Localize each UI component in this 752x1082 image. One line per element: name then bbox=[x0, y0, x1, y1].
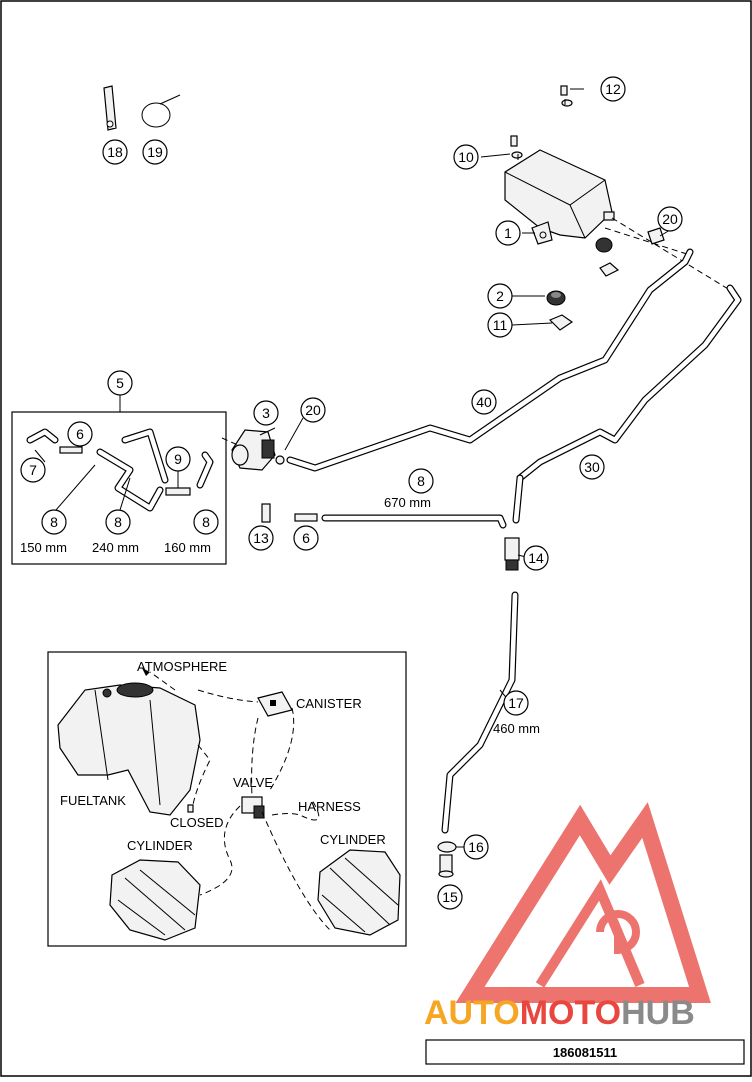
callout-13: 13 bbox=[248, 525, 274, 551]
kit-hoses bbox=[26, 428, 214, 512]
svg-text:8: 8 bbox=[114, 514, 122, 530]
callout-5: 5 bbox=[107, 370, 133, 396]
svg-text:11: 11 bbox=[493, 317, 508, 333]
callout-3: 3 bbox=[253, 400, 279, 426]
watermark-text-c: HUB bbox=[621, 994, 695, 1032]
callout-19: 19 bbox=[142, 139, 168, 165]
hose-40 bbox=[286, 248, 694, 472]
callout-20b: 20 bbox=[300, 397, 326, 423]
label-atmosphere: ATMOSPHERE bbox=[137, 659, 227, 674]
watermark-logo bbox=[455, 802, 711, 1003]
svg-text:15: 15 bbox=[442, 889, 458, 905]
callout-8d: 8 bbox=[408, 468, 434, 494]
label-canister: CANISTER bbox=[296, 696, 362, 711]
svg-text:16: 16 bbox=[468, 839, 484, 855]
purge-valve-part bbox=[231, 429, 285, 471]
screw-part bbox=[510, 135, 523, 159]
callout-1: 1 bbox=[495, 220, 521, 246]
svg-text:20: 20 bbox=[305, 402, 321, 418]
svg-text:30: 30 bbox=[584, 459, 600, 475]
svg-text:14: 14 bbox=[528, 550, 544, 566]
length-160: 160 mm bbox=[164, 540, 211, 555]
svg-text:19: 19 bbox=[147, 144, 163, 160]
callout-8b: 8 bbox=[105, 509, 131, 535]
callout-18: 18 bbox=[102, 139, 128, 165]
svg-text:40: 40 bbox=[476, 394, 492, 410]
callout-6a: 6 bbox=[67, 421, 93, 447]
svg-text:3: 3 bbox=[262, 405, 270, 421]
cylinder-right-drawing bbox=[317, 849, 401, 936]
callout-14: 14 bbox=[523, 545, 549, 571]
callout-10: 10 bbox=[453, 144, 479, 170]
schematic-box bbox=[47, 651, 407, 947]
length-670: 670 mm bbox=[384, 495, 431, 510]
label-closed: CLOSED bbox=[170, 815, 223, 830]
callout-7: 7 bbox=[20, 457, 46, 483]
svg-text:8: 8 bbox=[417, 473, 425, 489]
svg-text:18: 18 bbox=[107, 144, 123, 160]
closed-plug bbox=[187, 804, 194, 813]
svg-text:8: 8 bbox=[50, 514, 58, 530]
canister-part bbox=[504, 149, 615, 245]
hose-30 bbox=[512, 284, 742, 524]
doc-number: 186081511 bbox=[553, 1045, 617, 1060]
svg-text:5: 5 bbox=[116, 375, 124, 391]
length-240: 240 mm bbox=[92, 540, 139, 555]
callout-30: 30 bbox=[579, 454, 605, 480]
callout-16: 16 bbox=[463, 834, 489, 860]
length-150: 150 mm bbox=[20, 540, 67, 555]
connector-part bbox=[504, 537, 520, 571]
watermark-text-a: AUTO bbox=[424, 994, 520, 1032]
svg-text:1: 1 bbox=[504, 225, 512, 241]
svg-text:6: 6 bbox=[76, 426, 84, 442]
length-460: 460 mm bbox=[493, 721, 540, 736]
cylinder-left-drawing bbox=[109, 859, 201, 941]
callout-2: 2 bbox=[487, 283, 513, 309]
callout-17: 17 bbox=[503, 690, 529, 716]
callout-9: 9 bbox=[165, 446, 191, 472]
cable-tie-part bbox=[141, 94, 181, 128]
label-fueltank: FUELTANK bbox=[60, 793, 126, 808]
svg-text:2: 2 bbox=[496, 288, 504, 304]
schematic-canister bbox=[257, 691, 293, 717]
clip-part bbox=[548, 262, 620, 331]
callout-15: 15 bbox=[437, 884, 463, 910]
svg-text:8: 8 bbox=[202, 514, 210, 530]
svg-text:10: 10 bbox=[458, 149, 474, 165]
label-cylinder-left: CYLINDER bbox=[127, 838, 193, 853]
svg-text:13: 13 bbox=[253, 530, 269, 546]
label-valve: VALVE bbox=[233, 775, 273, 790]
kit-box bbox=[11, 411, 227, 565]
callout-40: 40 bbox=[471, 389, 497, 415]
callout-12: 12 bbox=[600, 76, 626, 102]
svg-text:6: 6 bbox=[302, 530, 310, 546]
hose-17 bbox=[441, 591, 519, 834]
clamp-strap-part bbox=[103, 85, 117, 131]
hose-clamp-part bbox=[647, 227, 665, 245]
label-harness: HARNESS bbox=[298, 799, 361, 814]
callout-11: 11 bbox=[487, 312, 513, 338]
svg-text:9: 9 bbox=[174, 451, 182, 467]
svg-text:12: 12 bbox=[605, 81, 621, 97]
callout-20a: 20 bbox=[657, 206, 683, 232]
watermark-text-b: MOTO bbox=[520, 994, 621, 1032]
svg-text:7: 7 bbox=[29, 462, 37, 478]
label-cylinder-right: CYLINDER bbox=[320, 832, 386, 847]
callout-8a: 8 bbox=[41, 509, 67, 535]
callout-8c: 8 bbox=[193, 509, 219, 535]
fuel-tank-drawing bbox=[57, 682, 201, 816]
callout-6b: 6 bbox=[293, 525, 319, 551]
svg-text:17: 17 bbox=[508, 695, 524, 711]
svg-text:20: 20 bbox=[662, 211, 678, 227]
doc-number-box bbox=[425, 1039, 745, 1065]
watermark-text: AUTOMOTOHUB bbox=[424, 994, 695, 1032]
hose-8-670 bbox=[261, 503, 507, 529]
grommet-part bbox=[546, 237, 613, 306]
clamp-16 bbox=[437, 841, 457, 878]
schematic-valve bbox=[241, 796, 265, 819]
